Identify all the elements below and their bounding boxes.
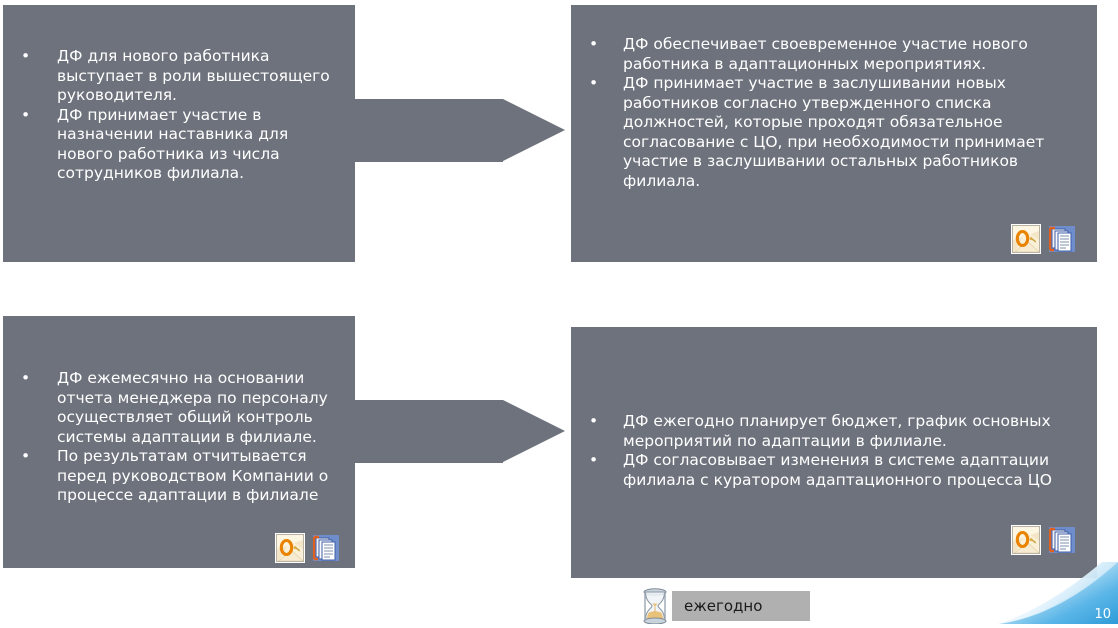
content-box-bottom-left: • ДФ ежемесячно на основании отчета мене… [3,316,355,568]
content-box-bottom-right: • ДФ ежегодно планирует бюджет, график о… [571,327,1097,578]
arrow-head [503,99,565,161]
bullet-text: ДФ согласовывает изменения в системе ада… [623,451,1052,489]
bullet-marker: • [21,47,31,65]
right-arrow-top [355,99,565,162]
outlook-icon[interactable] [1012,225,1040,253]
bullet-text: ДФ принимает участие в назначении настав… [57,105,289,183]
hourglass-icon [640,588,670,625]
icon-group-top-right [1012,225,1075,253]
list-item: • ДФ принимает участие в назначении наст… [3,106,355,184]
bullet-list-top-right: • ДФ обеспечивает своевременное участие … [571,35,1097,191]
list-item: • ДФ ежегодно планирует бюджет, график о… [571,412,1097,451]
outlook-icon[interactable] [276,534,304,562]
bullet-text: ДФ для нового работника выступает в роли… [57,47,330,104]
bullet-text: ДФ ежемесячно на основании отчета менедж… [57,369,328,446]
list-item: • ДФ ежемесячно на основании отчета мене… [3,369,355,447]
bullet-marker: • [589,74,599,92]
bullet-list-bottom-left: • ДФ ежемесячно на основании отчета мене… [3,369,355,506]
list-item: • ДФ принимает участие в заслушивании но… [571,74,1097,191]
bullet-text: ДФ обеспечивает своевременное участие но… [623,35,1028,73]
right-arrow-bottom [355,400,565,463]
icon-group-bottom-left [276,534,339,562]
bullet-text: ДФ принимает участие в заслушивании новы… [623,74,1045,190]
list-item: • ДФ обеспечивает своевременное участие … [571,35,1097,74]
bullet-marker: • [589,35,599,53]
icon-group-bottom-right [1012,526,1075,554]
list-item: • По результатам отчитывается перед руко… [3,447,355,506]
page-number: 10 [1094,607,1111,622]
caption-group-annual: ежегодно [640,588,811,625]
arrow-head [503,400,565,462]
arrow-shaft [355,400,503,463]
arrow-shaft [355,99,503,162]
bullet-list-bottom-right: • ДФ ежегодно планирует бюджет, график о… [571,412,1097,490]
bullet-marker: • [589,412,599,430]
document-copy-icon[interactable] [1049,526,1075,554]
bullet-list-top-left: • ДФ для нового работника выступает в ро… [3,47,355,184]
bullet-text: По результатам отчитывается перед руково… [57,447,329,504]
content-box-top-right: • ДФ обеспечивает своевременное участие … [571,5,1097,262]
bullet-marker: • [589,451,599,469]
bullet-marker: • [21,105,31,124]
list-item: • ДФ для нового работника выступает в ро… [3,47,355,106]
document-copy-icon[interactable] [313,534,339,562]
outlook-icon[interactable] [1012,526,1040,554]
content-box-top-left: • ДФ для нового работника выступает в ро… [3,5,355,262]
bullet-text: ДФ ежегодно планирует бюджет, график осн… [623,412,1051,450]
caption-label: ежегодно [672,591,811,621]
list-item: • ДФ согласовывает изменения в системе а… [571,451,1097,490]
bullet-marker: • [21,369,31,387]
document-copy-icon[interactable] [1049,225,1075,253]
corner-swoosh-decoration: 10 [998,562,1118,624]
bullet-marker: • [21,447,31,465]
